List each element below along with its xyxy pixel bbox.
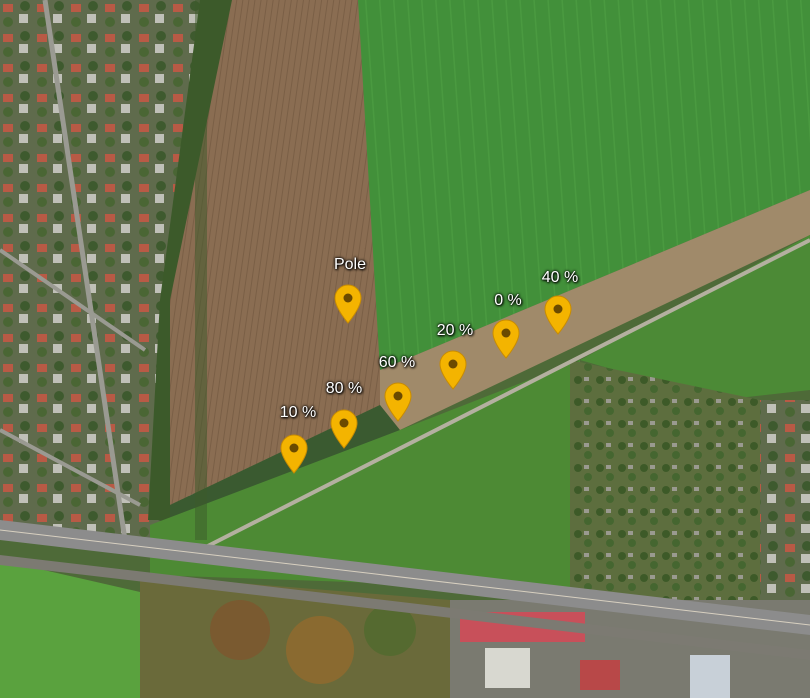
map-pin-icon[interactable]	[383, 382, 413, 422]
map-pin-icon[interactable]	[279, 434, 309, 474]
map-pin-icon[interactable]	[438, 350, 468, 390]
map-pin-icon[interactable]	[329, 409, 359, 449]
map-pin-icon[interactable]	[333, 284, 363, 324]
map-pin-icon[interactable]	[491, 319, 521, 359]
map-pin-icon[interactable]	[543, 295, 573, 335]
